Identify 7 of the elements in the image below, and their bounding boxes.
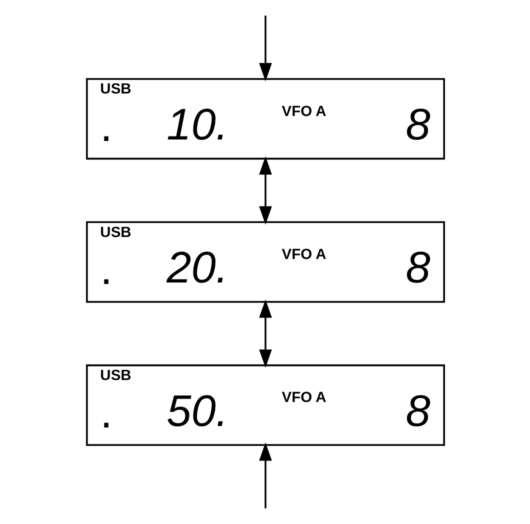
node-box: USB . 10. VFO A 8 [86,78,444,160]
arrow [258,156,272,225]
node-box: USB . 20. VFO A 8 [86,221,444,303]
arrow [258,442,272,508]
node-box: USB . 50. VFO A 8 [86,364,444,446]
arrow [258,299,272,368]
arrow [258,16,272,82]
